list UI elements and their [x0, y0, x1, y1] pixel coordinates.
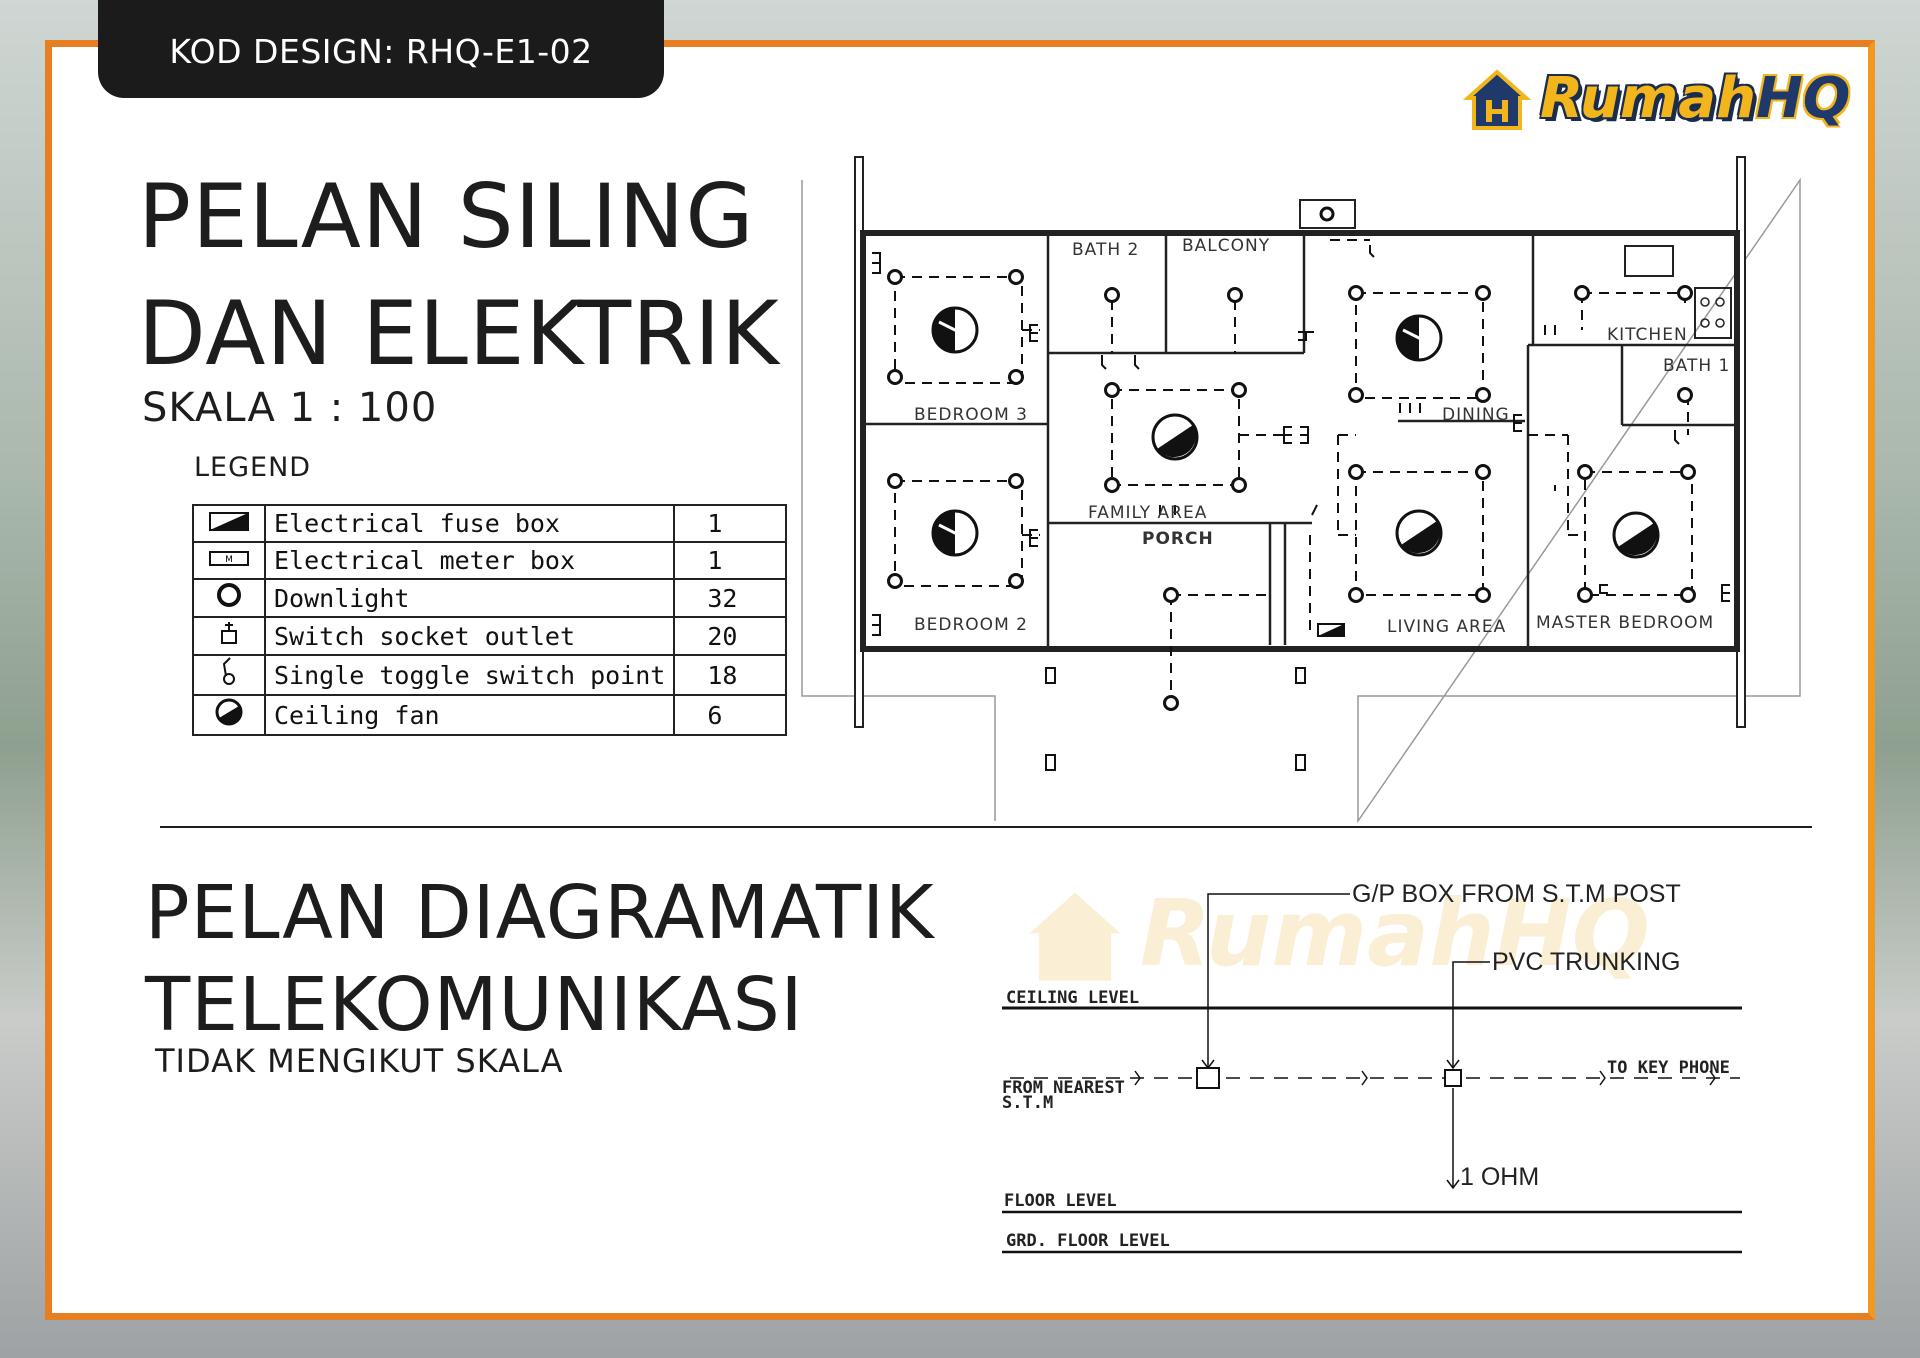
level-lines	[1002, 1006, 1742, 1254]
legend-qty: 20	[673, 616, 788, 656]
ceiling-plan-scale: SKALA 1 : 100	[142, 385, 438, 431]
logo-wordmark: RumahHQ	[1540, 66, 1851, 131]
legend-qty: 1	[673, 541, 788, 580]
watermark-text: RumahHQ	[1140, 880, 1650, 987]
legend-qty: 32	[673, 578, 788, 618]
switch-marks	[872, 245, 1730, 636]
ceiling-electrical-plan: BATH 2 BALCONY KITCHEN BATH 1 BEDROOM 3 …	[801, 156, 1801, 824]
legend-table: Electrical fuse box 1 M Electrical meter…	[192, 504, 788, 736]
room-label-kitchen: KITCHEN	[1607, 325, 1688, 345]
meter-box-icon: M	[209, 551, 249, 566]
downlight-icon	[1319, 206, 1335, 222]
room-label-bedroom3: BEDROOM 3	[914, 405, 1028, 425]
legend-label: Electrical meter box	[263, 541, 676, 580]
cable-lines	[1010, 893, 1740, 1190]
svg-text:M: M	[225, 555, 233, 565]
gp-box-label: G/P BOX FROM S.T.M POST	[1352, 880, 1681, 908]
ceiling-plan-title-line2: DAN ELEKTRIK	[138, 282, 780, 385]
legend-qty: 6	[673, 694, 788, 736]
to-key-phone-label: TO KEY PHONE	[1607, 1058, 1730, 1078]
ceiling-fan-icon	[215, 698, 243, 726]
section-divider	[160, 826, 1812, 828]
legend-qty: 18	[673, 654, 788, 696]
telecom-plan-title-line1: PELAN DIAGRAMATIK	[145, 870, 935, 956]
gp-box-icon	[1196, 1067, 1220, 1089]
meter-box-icon	[1299, 199, 1356, 229]
legend-row: M Electrical meter box 1	[192, 541, 788, 580]
room-label-bath1: BATH 1	[1663, 356, 1730, 376]
column-markers	[1045, 667, 1306, 771]
pvc-trunking-label: PVC TRUNKING	[1492, 948, 1680, 976]
room-label-master-bedroom: MASTER BEDROOM	[1536, 613, 1714, 633]
room-label-bedroom2: BEDROOM 2	[914, 615, 1028, 635]
socket-outlet-icon	[221, 622, 237, 644]
ohm-label: 1 OHM	[1460, 1163, 1539, 1191]
room-label-balcony: BALCONY	[1182, 236, 1270, 256]
watermark: RumahHQ	[1020, 880, 1780, 990]
ceiling-level-label: CEILING LEVEL	[1006, 988, 1139, 1008]
room-label-bath2: BATH 2	[1072, 240, 1139, 260]
stm-label: S.T.M	[1002, 1093, 1053, 1113]
legend-label: Electrical fuse box	[263, 504, 676, 543]
toggle-switch-icon	[222, 657, 235, 685]
legend-row: Switch socket outlet 20	[192, 616, 788, 656]
downlights	[887, 269, 1696, 711]
room-label-porch: PORCH	[1142, 529, 1214, 549]
legend-qty: 1	[673, 504, 788, 543]
ceiling-plan-title-line1: PELAN SILING	[138, 165, 755, 268]
room-label-dining: DINING	[1442, 405, 1510, 425]
legend-row: Single toggle switch point 18	[192, 654, 788, 696]
telecom-diagram: G/P BOX FROM S.T.M POST PVC TRUNKING CEI…	[1002, 880, 1742, 1254]
floor-level-label: FLOOR LEVEL	[1004, 1191, 1117, 1211]
room-label-living-area: LIVING AREA	[1387, 617, 1506, 637]
interior-walls	[863, 233, 1737, 649]
house-logo-icon	[1462, 69, 1532, 130]
legend-row: Ceiling fan 6	[192, 694, 788, 736]
legend-label: Ceiling fan	[263, 694, 676, 736]
legend-row: Downlight 32	[192, 578, 788, 618]
rumahhq-logo: RumahHQ	[1462, 62, 1862, 136]
from-nearest-label: FROM NEAREST	[1002, 1078, 1125, 1098]
site-boundary	[801, 177, 1801, 824]
pvc-trunking-box-icon	[1444, 1069, 1462, 1087]
sink-icon	[1624, 245, 1674, 277]
design-code-tab: KOD DESIGN: RHQ-E1-02	[98, 0, 664, 98]
fuse-box-icon	[209, 512, 249, 531]
watermark-house-icon	[1029, 892, 1121, 981]
legend-label: Single toggle switch point	[263, 654, 676, 696]
downlight-icon	[217, 583, 241, 607]
wiring-lines	[894, 239, 1693, 703]
telecom-plan-title-line2: TELEKOMUNIKASI	[145, 962, 804, 1048]
grd-floor-level-label: GRD. FLOOR LEVEL	[1006, 1231, 1170, 1251]
telecom-plan-scale: TIDAK MENGIKUT SKALA	[155, 1042, 564, 1080]
legend-title: LEGEND	[194, 452, 312, 483]
legend-label: Switch socket outlet	[263, 616, 676, 656]
room-label-family-area: FAMILY AREA	[1088, 503, 1207, 523]
legend-row: Electrical fuse box 1	[192, 504, 788, 543]
legend-label: Downlight	[263, 578, 676, 618]
walls	[860, 230, 1740, 652]
stove-icon	[1694, 287, 1732, 339]
